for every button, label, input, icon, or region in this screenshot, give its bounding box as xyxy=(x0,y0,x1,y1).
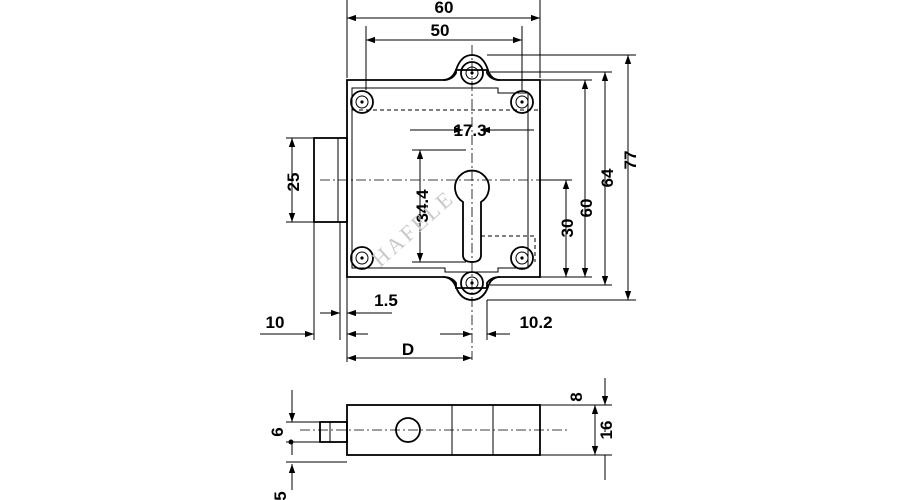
side-dimensions: 8 16 6 5 xyxy=(268,378,616,500)
dim-25-bolt: 25 xyxy=(284,173,303,192)
dim-34-4: 34.4 xyxy=(413,189,432,223)
front-dimensions: 60 50 77 64 60 30 17.3 34.4 xyxy=(260,0,640,362)
dim-60-height: 60 xyxy=(577,199,596,218)
dim-17-3: 17.3 xyxy=(453,121,486,140)
dim-backset-D: D xyxy=(402,340,414,359)
dim-10-2: 10.2 xyxy=(519,313,552,332)
inner-plate-outline xyxy=(351,87,529,273)
dim-1-5-plate: 1.5 xyxy=(374,291,398,310)
front-view xyxy=(313,45,548,360)
dim-50-width: 50 xyxy=(431,21,450,40)
side-view xyxy=(300,404,570,456)
side-bolt xyxy=(319,421,348,443)
dim-10-bolt: 10 xyxy=(266,313,285,332)
hidden-lever xyxy=(481,235,536,262)
dim-30-height: 30 xyxy=(558,219,577,238)
dim-16-side: 16 xyxy=(597,421,616,440)
dim-5-side: 5 xyxy=(271,491,290,500)
dim-6-side: 6 xyxy=(268,427,287,436)
dim-8-side: 8 xyxy=(567,392,586,401)
dim-60-width: 60 xyxy=(435,0,454,17)
dim-77-height: 77 xyxy=(621,151,640,170)
dim-64-height: 64 xyxy=(598,168,617,187)
keyhole-slot xyxy=(454,169,490,263)
